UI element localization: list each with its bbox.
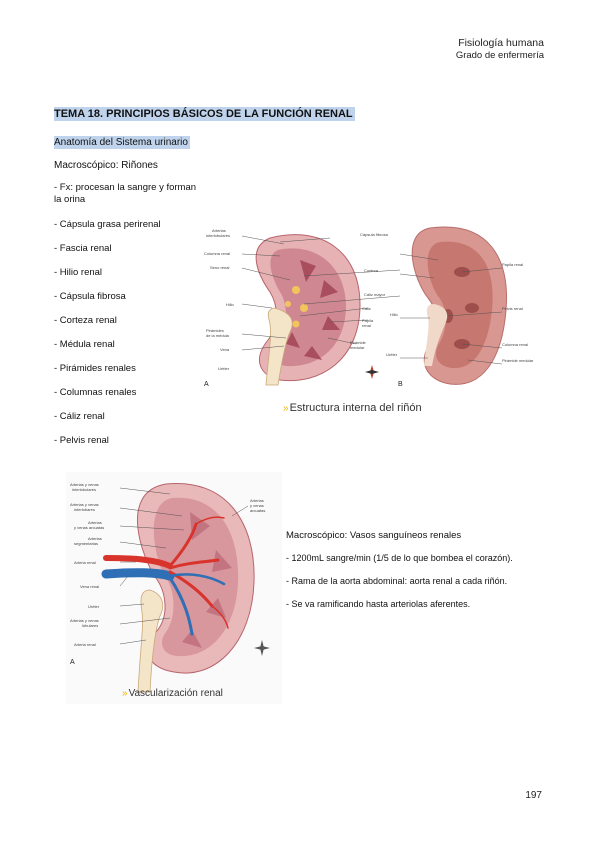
- kidney-heading: Macroscópico: Riñones: [54, 160, 158, 171]
- svg-text:Uréter: Uréter: [386, 352, 398, 357]
- list-item: - Rama de la aorta abdominal: aorta rena…: [286, 576, 508, 586]
- svg-text:medular: medular: [350, 345, 365, 350]
- svg-text:y venas arcuatas: y venas arcuatas: [74, 525, 104, 530]
- svg-text:segmentarias: segmentarias: [74, 541, 98, 546]
- list-item: - Hilio renal: [54, 267, 103, 278]
- panel-a-label: A: [70, 659, 75, 666]
- svg-text:Arterias y venas: Arterias y venas: [70, 482, 99, 487]
- list-item: - 1200mL sangre/min (1/5 de lo que bombe…: [286, 553, 513, 563]
- chevron-right-icon: »: [122, 688, 128, 699]
- figure2-caption-text: Vascularización renal: [128, 688, 223, 699]
- svg-text:Arteria renal: Arteria renal: [74, 642, 96, 647]
- compass-icon: [365, 365, 379, 379]
- svg-text:Seno renal: Seno renal: [210, 265, 229, 270]
- list-item: - Fx: procesan la sangre y forman la ori…: [54, 182, 197, 205]
- svg-text:Columna renal: Columna renal: [204, 251, 230, 256]
- svg-text:Cáliz: Cáliz: [362, 306, 371, 311]
- svg-text:Arterias: Arterias: [88, 520, 102, 525]
- vessels-list: - 1200mL sangre/min (1/5 de lo que bombe…: [286, 552, 556, 621]
- list-item: - Cápsula fibrosa: [54, 291, 126, 302]
- svg-text:Uréter: Uréter: [88, 604, 100, 609]
- svg-text:Arterias y venas: Arterias y venas: [70, 618, 99, 623]
- svg-text:Pirámide medular: Pirámide medular: [502, 358, 534, 363]
- svg-text:Vena: Vena: [220, 347, 230, 352]
- svg-text:Columna renal: Columna renal: [502, 342, 528, 347]
- svg-text:Vena renal: Vena renal: [80, 584, 99, 589]
- header-degree: Grado de enfermería: [455, 50, 544, 61]
- svg-text:Cáliz mayor: Cáliz mayor: [364, 292, 386, 297]
- list-item: - Se va ramificando hasta arteriolas afe…: [286, 599, 471, 609]
- kidney-list: - Fx: procesan la sangre y forman la ori…: [54, 182, 206, 459]
- svg-text:Pirámide: Pirámide: [350, 340, 367, 345]
- figure2-caption: »Vascularización renal: [122, 688, 223, 699]
- svg-text:Corteza: Corteza: [364, 268, 379, 273]
- panel-a-label: A: [204, 381, 209, 388]
- panel-b-label: B: [398, 381, 403, 388]
- list-item: - Cáliz renal: [54, 411, 105, 422]
- svg-text:Hilio: Hilio: [390, 312, 399, 317]
- svg-text:interlobares: interlobares: [74, 507, 95, 512]
- svg-text:Uréter: Uréter: [218, 366, 230, 371]
- list-item: - Médula renal: [54, 339, 115, 350]
- figure1-caption: »Estructura interna del riñón: [283, 402, 422, 414]
- svg-text:de la médula: de la médula: [206, 333, 230, 338]
- compass-icon: [254, 640, 270, 656]
- svg-text:lóbulares: lóbulares: [82, 623, 98, 628]
- svg-text:Arterias: Arterias: [212, 228, 226, 233]
- svg-text:Cápsula fibrosa: Cápsula fibrosa: [360, 232, 389, 237]
- page-title: TEMA 18. PRINCIPIOS BÁSICOS DE LA FUNCIÓ…: [54, 107, 355, 121]
- list-item: - Fascia renal: [54, 243, 112, 254]
- chevron-right-icon: »: [283, 403, 289, 414]
- list-item: - Pirámides renales: [54, 363, 136, 374]
- list-item: - Cápsula grasa perirenal: [54, 219, 161, 230]
- svg-text:Papila renal: Papila renal: [502, 262, 523, 267]
- svg-text:arcuatas: arcuatas: [250, 508, 265, 513]
- page-number: 197: [525, 790, 542, 801]
- svg-text:Arterias: Arterias: [88, 536, 102, 541]
- list-item: - Pelvis renal: [54, 435, 109, 446]
- list-item: - Corteza renal: [54, 315, 117, 326]
- svg-text:Arterias: Arterias: [250, 498, 264, 503]
- header-course: Fisiología humana: [458, 37, 544, 49]
- figure1-caption-text: Estructura interna del riñón: [289, 402, 422, 414]
- svg-text:Hilio: Hilio: [226, 302, 235, 307]
- svg-text:interlobulares: interlobulares: [72, 487, 96, 492]
- svg-text:Arteria renal: Arteria renal: [74, 560, 96, 565]
- svg-text:Arterias y venas: Arterias y venas: [70, 502, 99, 507]
- svg-text:Pirámides: Pirámides: [206, 328, 224, 333]
- list-item: - Columnas renales: [54, 387, 137, 398]
- section-heading: Anatomía del Sistema urinario: [54, 136, 190, 149]
- svg-text:y venas: y venas: [250, 503, 264, 508]
- svg-text:Pelvis renal: Pelvis renal: [502, 306, 523, 311]
- vessels-heading: Macroscópico: Vasos sanguíneos renales: [286, 530, 462, 541]
- svg-text:Papila: Papila: [362, 318, 374, 323]
- svg-text:interlobulares: interlobulares: [206, 233, 230, 238]
- svg-text:renal: renal: [362, 323, 371, 328]
